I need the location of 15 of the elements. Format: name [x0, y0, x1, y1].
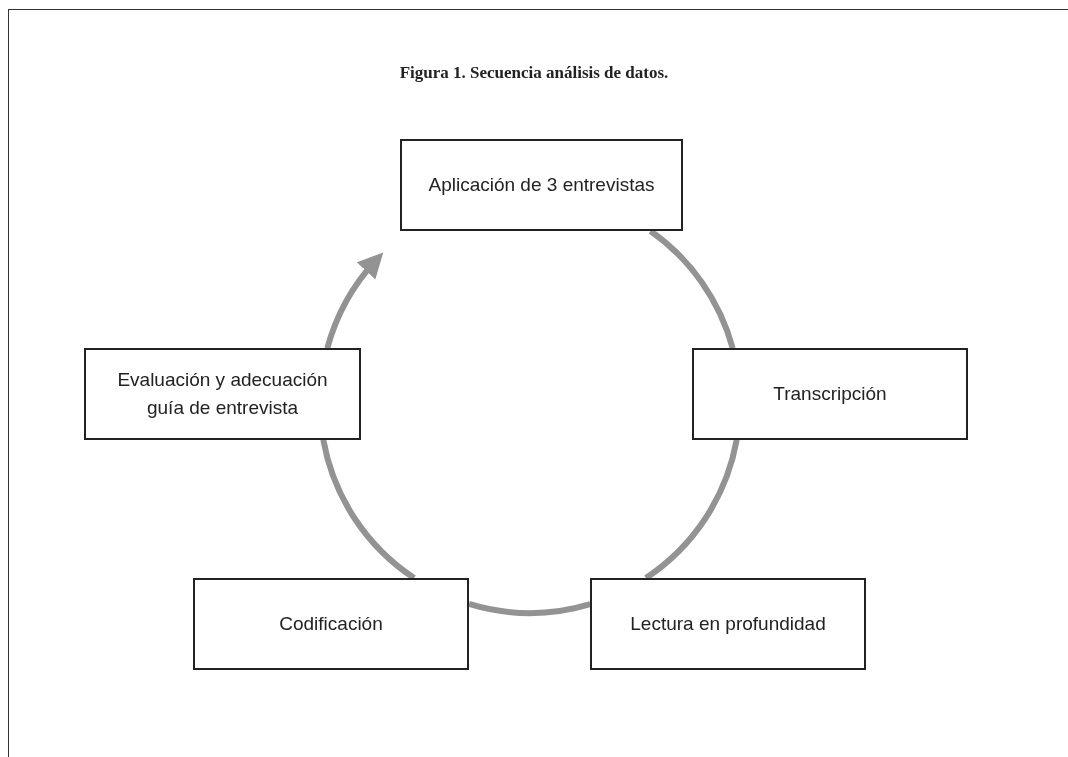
step-label: Codificación [279, 612, 383, 636]
step-label: Transcripción [773, 382, 887, 406]
cycle-connector [468, 601, 591, 616]
cycle-connector [320, 439, 416, 581]
process-box [692, 348, 968, 440]
cycle-connector [644, 439, 740, 581]
process-box [400, 139, 683, 231]
step-label: Aplicación de 3 entrevistas [428, 173, 655, 197]
cycle-arrow [324, 252, 383, 350]
figure-title: Figura 1. Secuencia análisis de datos. [398, 62, 670, 84]
process-box [590, 578, 866, 670]
step-label: Lectura en profundidad [630, 612, 826, 636]
process-box [84, 348, 361, 440]
step-label: Evaluación y adecuación guía de entrevista [116, 368, 329, 420]
process-box [193, 578, 469, 670]
